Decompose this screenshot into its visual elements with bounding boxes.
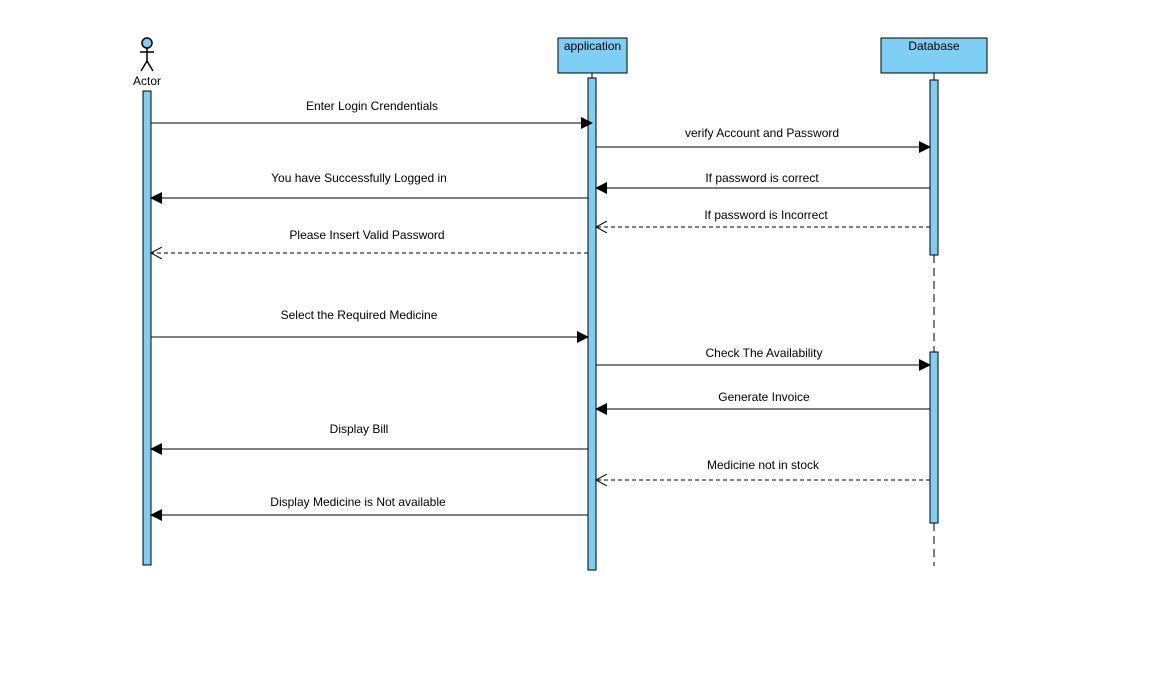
database-box [880, 37, 988, 74]
message-not-available: Display Medicine is Not available [150, 495, 588, 521]
actor-right-leg [146, 60, 154, 72]
message-label: Medicine not in stock [707, 458, 820, 472]
actor-figure: Actor [133, 37, 161, 88]
message-label: Check The Availability [706, 346, 823, 360]
message-check-availability: Check The Availability [596, 346, 931, 371]
message-select-medicine: Select the Required Medicine [151, 308, 589, 343]
message-label: verify Account and Password [685, 126, 839, 140]
message-label: If password is Incorrect [704, 208, 828, 222]
message-logged-in: You have Successfully Logged in [150, 171, 588, 204]
message-label: If password is correct [705, 171, 819, 185]
actor-label: Actor [133, 74, 161, 88]
message-label: Select the Required Medicine [281, 308, 438, 322]
application-label: application [564, 39, 621, 53]
message-password-correct: If password is correct [595, 171, 930, 194]
message-not-in-stock: Medicine not in stock [596, 458, 930, 480]
message-verify-account: verify Account and Password [596, 126, 931, 153]
actor-head [141, 37, 153, 49]
message-enter-login: Enter Login Crendentials [151, 99, 593, 129]
message-label: Enter Login Crendentials [306, 99, 438, 113]
participant-application: application [557, 37, 628, 74]
application-activation [587, 77, 597, 571]
message-label: You have Successfully Logged in [271, 171, 447, 185]
message-label: Generate Invoice [718, 390, 810, 404]
participant-database: Database [880, 37, 988, 74]
database-activation-1 [929, 79, 939, 256]
actor-activation [142, 90, 152, 566]
message-label: Display Bill [330, 422, 389, 436]
actor-left-leg [140, 60, 148, 72]
message-label: Display Medicine is Not available [270, 495, 446, 509]
message-label: Please Insert Valid Password [289, 228, 444, 242]
message-insert-valid-password: Please Insert Valid Password [151, 228, 588, 253]
message-display-bill: Display Bill [150, 422, 588, 455]
database-activation-2 [929, 351, 939, 524]
application-box [557, 37, 628, 74]
database-label: Database [908, 39, 960, 53]
message-password-incorrect: If password is Incorrect [596, 208, 930, 227]
message-generate-invoice: Generate Invoice [595, 390, 930, 415]
